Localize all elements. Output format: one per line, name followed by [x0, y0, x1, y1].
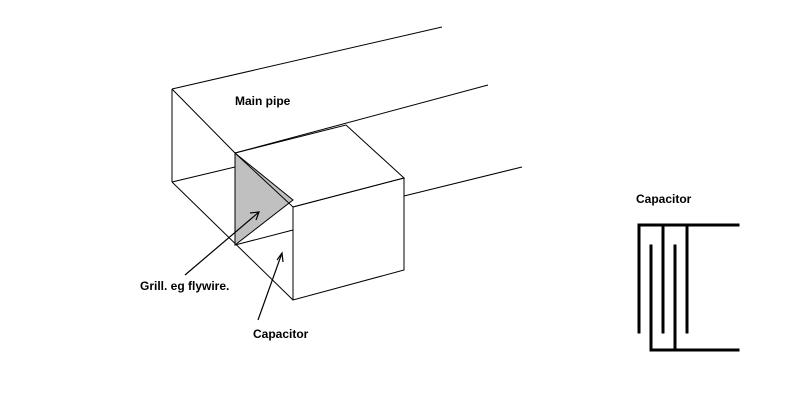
grill-arrow	[184, 211, 260, 276]
branch-box-front-face	[292, 177, 405, 301]
main-pipe-lower-inner-edge	[171, 166, 236, 183]
main-pipe-bottom-edge	[403, 166, 523, 197]
capacitor-arrow	[257, 251, 284, 321]
main-pipe-label: Main pipe	[235, 94, 291, 108]
capacitor-arrow-label: Capacitor	[253, 327, 309, 341]
capacitor-symbol-label: Capacitor	[636, 192, 692, 206]
capacitor-symbol	[637, 223, 740, 352]
branch-box	[234, 124, 406, 301]
grill-label: Grill. eg flywire.	[140, 279, 229, 293]
main-pipe-top-back-edge	[171, 26, 443, 90]
main-pipe-near-corner-edge	[171, 88, 236, 154]
branch-box-bottom-left-edge	[234, 229, 294, 246]
main-pipe-top-front-edge	[234, 84, 489, 154]
main-pipe	[171, 26, 523, 301]
